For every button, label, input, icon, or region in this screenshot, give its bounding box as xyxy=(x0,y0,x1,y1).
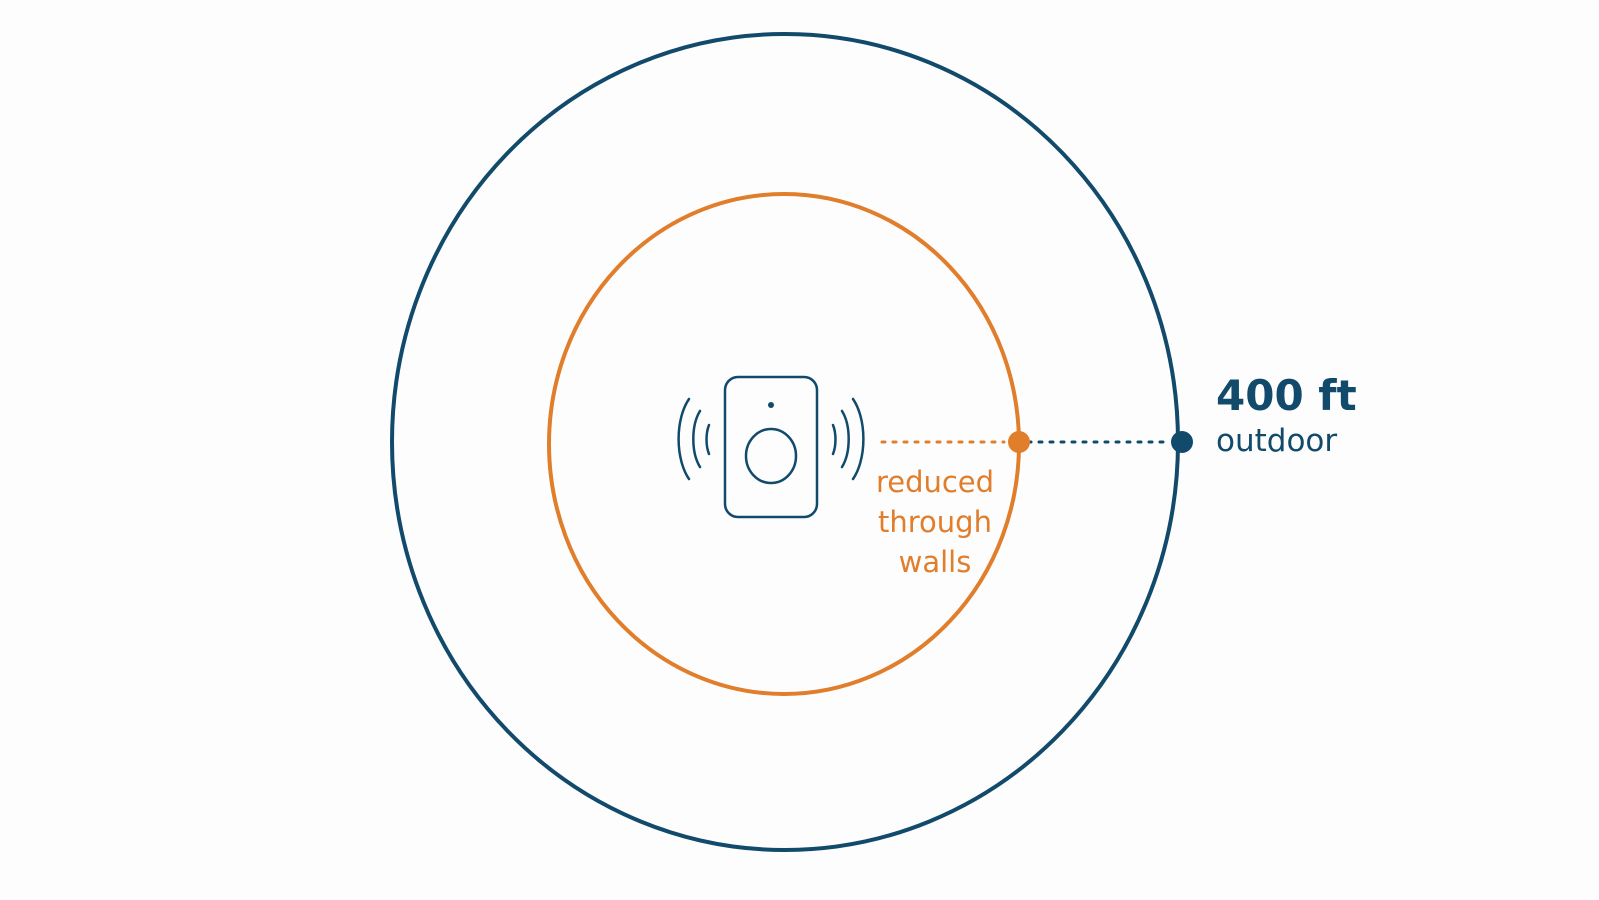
indoor-range-label-line-3: walls xyxy=(899,545,972,579)
doorbell-indicator-dot xyxy=(768,402,774,408)
wireless-doorbell-icon xyxy=(723,375,819,519)
doorbell-button xyxy=(744,427,798,485)
outdoor-range-label: outdoor xyxy=(1216,423,1337,459)
indoor-range-label-line-2: through xyxy=(878,505,992,539)
indoor-range-label-line-1: reduced xyxy=(876,465,994,499)
signal-waves-right-icon xyxy=(831,397,865,481)
indoor-range-marker xyxy=(1008,431,1030,453)
doorbell-body xyxy=(723,375,819,519)
indoor-range-circle xyxy=(547,192,1021,696)
outdoor-range-marker xyxy=(1171,431,1193,453)
signal-waves-left-icon xyxy=(677,397,711,481)
outdoor-range-value: 400 ft xyxy=(1216,371,1357,420)
